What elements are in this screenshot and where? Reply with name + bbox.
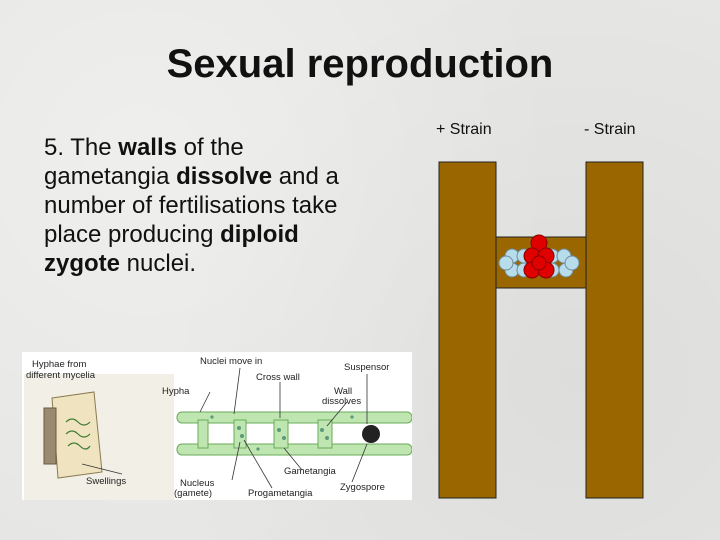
zygospore-formation-illustration: Hyphae from different mycelia Nuclei mov… bbox=[22, 352, 412, 500]
body-text-run: diploid zygote bbox=[44, 221, 299, 277]
body-text-run: 5. The bbox=[44, 134, 119, 161]
label-suspensor: Suspensor bbox=[344, 362, 389, 373]
label-nucleus-line1: Nucleus bbox=[180, 478, 215, 489]
label-progametangia: Progametangia bbox=[248, 488, 313, 499]
label-zygospore: Zygospore bbox=[340, 482, 385, 493]
slide-body-text: 5. The walls of the gametangia dissolve … bbox=[44, 133, 344, 278]
zygote-nuclei bbox=[523, 234, 555, 279]
label-hyphae-line1: Hyphae from bbox=[32, 359, 86, 370]
label-nuclei-move: Nuclei move in bbox=[200, 356, 262, 367]
body-text-run: walls bbox=[118, 134, 177, 161]
label-hypha: Hypha bbox=[162, 386, 190, 397]
slide-title: Sexual reproduction bbox=[166, 42, 554, 86]
label-nucleus-line2: (gamete) bbox=[174, 488, 212, 499]
body-text-run: nuclei. bbox=[120, 250, 197, 277]
label-wall-line2: dissolves bbox=[322, 396, 361, 407]
minus-strain-hypha bbox=[585, 161, 644, 499]
label-cross-wall: Cross wall bbox=[256, 372, 300, 383]
plus-strain-hypha bbox=[438, 161, 497, 499]
minus-strain-label: - Strain bbox=[584, 121, 636, 138]
label-wall-line1: Wall bbox=[334, 386, 352, 397]
body-text-run: and a number of fertilisations take plac… bbox=[44, 163, 339, 248]
label-hyphae-line2: different mycelia bbox=[26, 370, 96, 381]
label-swellings: Swellings bbox=[86, 476, 126, 487]
label-gametangia: Gametangia bbox=[284, 466, 336, 477]
plus-strain-label: + Strain bbox=[436, 121, 492, 138]
body-text-run: dissolve bbox=[176, 163, 273, 190]
body-text-run: of the gametangia bbox=[44, 134, 244, 190]
